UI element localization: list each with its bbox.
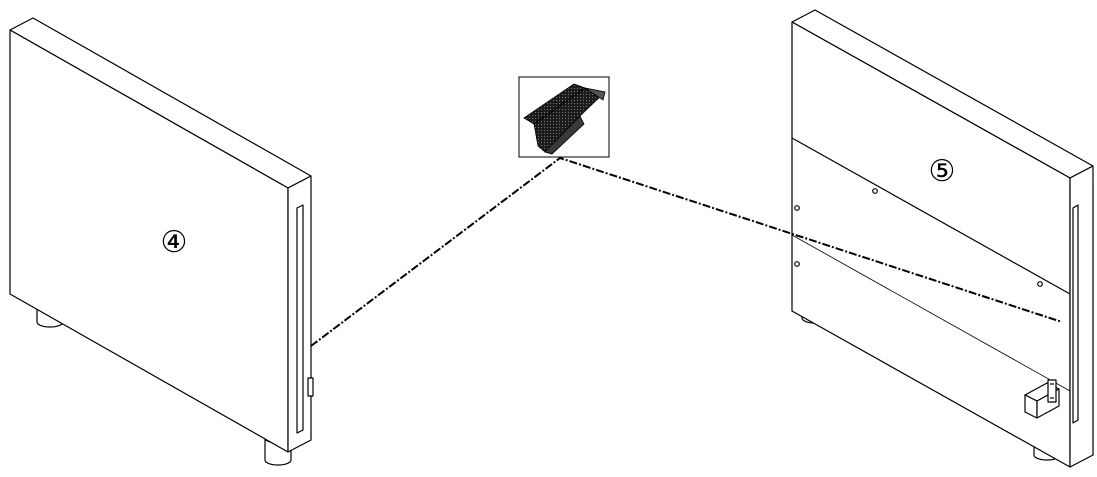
right-panel-label: ⑤	[929, 155, 956, 188]
right-panel-screw	[872, 188, 878, 194]
right-panel-seam-upper	[791, 137, 1071, 295]
fabric-swatch-inset	[518, 76, 610, 158]
left-panel	[9, 17, 314, 466]
left-panel-latch	[307, 377, 314, 397]
left-panel-label: ④	[161, 226, 188, 259]
right-panel-screw	[794, 261, 800, 267]
dashed-connector-line	[310, 156, 1063, 347]
right-panel-screw	[1037, 281, 1043, 287]
right-panel	[791, 9, 1094, 468]
left-panel-side-slot	[296, 204, 304, 434]
right-panel-bracket	[1024, 379, 1060, 419]
fabric-swatch-icon	[523, 83, 606, 155]
right-panel-side-slot	[1072, 204, 1079, 424]
right-panel-screw	[794, 205, 800, 211]
right-panel-seam-lower	[791, 234, 1071, 392]
